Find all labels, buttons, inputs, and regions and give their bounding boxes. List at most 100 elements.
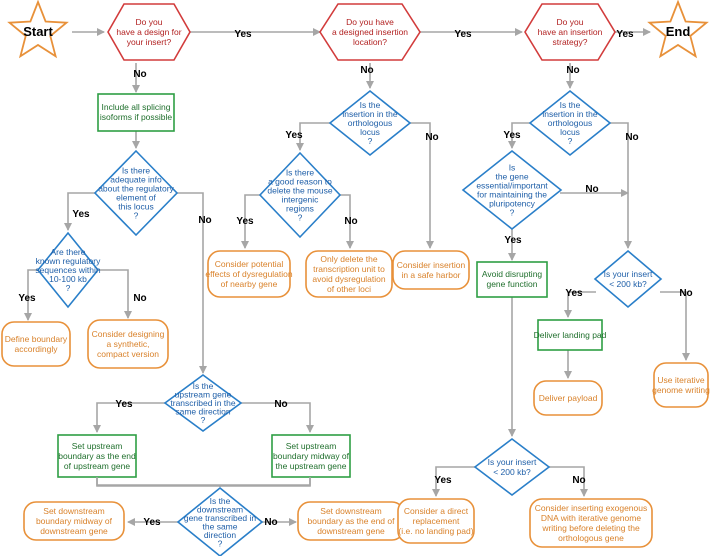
node-label-line: Only delete the [320,254,377,264]
label-no: No [198,215,211,226]
node-label-line: ? [510,208,515,218]
start-terminal: Start [7,0,69,59]
node-label-line: Is your insert [488,457,537,467]
question-downstream-shape [176,486,264,556]
node-label-o-payload: Deliver payload [539,393,598,403]
edge-regulatory-yes [64,192,98,231]
node-label-line: effects of dysregulation [205,269,293,279]
node-label-line: Do you [557,17,584,27]
label-yes: Yes [115,399,133,410]
edge-known-no [97,269,132,319]
node-label-line: orthologous [548,118,592,128]
node-label-line: Do you have [346,17,394,27]
node-label-line: 10-100 kb [49,274,87,284]
node-label-line: Deliver payload [539,393,598,403]
outcome-unit-shape [305,250,393,298]
node-label-line: gene transcribed in [184,513,257,523]
node-label-line: have a design for [116,27,181,37]
node-label-line: regions [286,204,314,214]
node-label-line: sequences within [35,265,100,275]
node-label-line: this locus [118,202,153,212]
node-label-line: the upstream gene [276,461,347,471]
node-label-line: ? [298,213,303,223]
node-label-a-landing: Deliver landing pad [534,330,607,340]
question-insert-a-shape [593,249,663,309]
edge-insert-b-no [548,466,588,497]
edge-ortho2-no [610,122,632,249]
node-label-line: downstream gene [40,526,108,536]
edge-insert-a-yes [564,291,596,318]
node-label-line: known regulatory [36,256,101,266]
question-reason-shape [258,151,342,239]
node-label-line: the gene [495,172,528,182]
node-label-line: of other loci [327,284,371,294]
end-label: End [666,24,691,39]
node-label-line: Do you [136,17,163,27]
question-design-shape [107,3,191,61]
question-ortho1-shape [328,89,412,157]
node-label-line: location? [353,37,387,47]
edge-upstream-no [240,402,314,433]
label-no: No [274,399,287,410]
node-label-line: orthologous [348,118,392,128]
node-label-line: insertion in the [342,109,398,119]
outcome-direct-shape [397,498,475,544]
node-label-line: a synthetic, [107,339,150,349]
node-label-line: Is the [210,496,231,506]
start-label: Start [23,24,53,39]
edge-regulatory-no [175,192,207,374]
node-label-line: DNA with iterative genome [541,513,641,523]
node-label-line: Is there [286,168,315,178]
node-label-line: ? [134,211,139,221]
action-avoid-shape [476,261,548,298]
node-label-line: Is there [122,166,151,176]
node-label-line: Is [509,163,516,173]
node-label-line: of upstream gene [64,461,130,471]
node-label-line: your insert? [127,37,172,47]
node-label-line: (i.e. no landing pad) [398,526,473,536]
label-yes: Yes [503,130,521,141]
label-no: No [133,69,146,80]
outcome-exogenous-shape [529,498,653,548]
node-label-line: adequate info [110,175,162,185]
label-no: No [679,288,692,299]
node-label-line: the same [203,521,238,531]
node-label-line: for maintaining the [477,190,547,200]
outcome-payload-shape [533,380,603,416]
outcome-synthetic-shape [87,319,169,369]
node-label-line: have an insertion [538,27,603,37]
label-yes: Yes [236,216,254,227]
node-label-line: orthologous gene [558,533,624,543]
node-label-line: Is your insert [604,269,653,279]
question-strategy-shape [524,3,616,61]
node-label-q-insert-a: Is your insert< 200 kb? [604,269,653,289]
label-yes: Yes [504,235,522,246]
label-no: No [133,293,146,304]
node-label-line: downstream [197,504,243,514]
node-label-line: direction [204,530,236,540]
outcome-define-shape [1,321,71,367]
node-label-line: intergenic [282,195,320,205]
action-up-end-shape [57,434,137,478]
node-label-line: Use iterative [657,375,705,385]
label-no: No [585,184,598,195]
node-label-line: Consider designing [92,329,165,339]
label-no: No [572,475,585,486]
node-label-line: Are there [51,247,86,257]
node-label-line: about the regulatory [98,184,174,194]
label-no: No [425,132,438,143]
